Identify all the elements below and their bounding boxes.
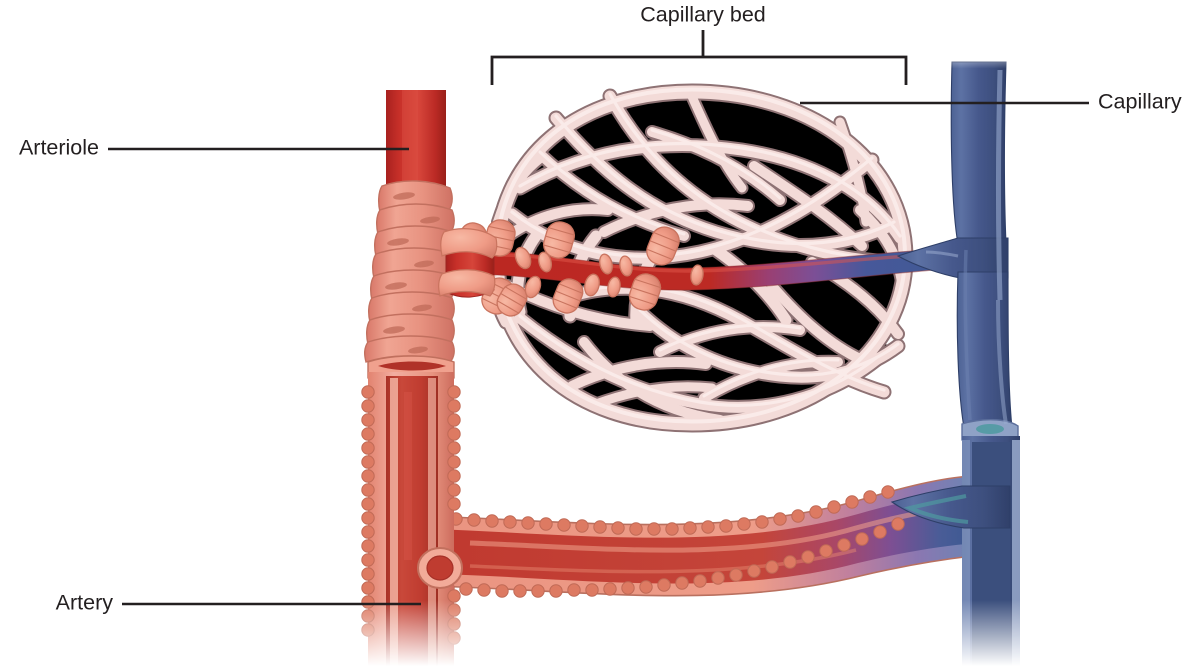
venule-and-vein bbox=[890, 45, 1036, 666]
arteriole bbox=[363, 60, 498, 363]
label-capillary: Capillary bbox=[1098, 90, 1182, 114]
smooth-muscle-cells-top bbox=[431, 485, 895, 536]
capillary-bed-network bbox=[495, 90, 905, 425]
smooth-muscle-cells-bottom bbox=[441, 517, 905, 598]
artery-branch-ostium bbox=[417, 547, 463, 589]
arteriole-branch bbox=[438, 228, 498, 298]
label-capillary-bed: Capillary bed bbox=[640, 3, 765, 27]
label-arteriole: Arteriole bbox=[19, 136, 99, 160]
lower-anastomosing-vessel bbox=[423, 475, 973, 598]
artery-smooth-muscle-cells bbox=[361, 385, 461, 645]
label-artery: Artery bbox=[56, 591, 114, 615]
artery bbox=[356, 355, 468, 666]
capillary-bed-bracket bbox=[490, 30, 908, 85]
arteriole-smooth-muscle-coil bbox=[363, 180, 455, 363]
